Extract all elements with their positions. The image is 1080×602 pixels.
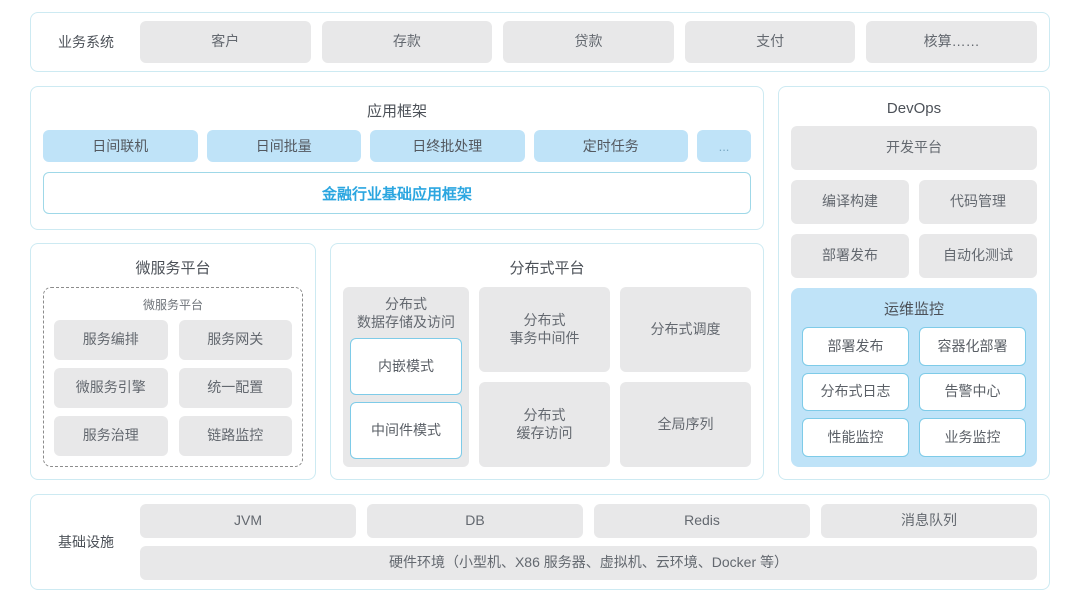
ops-monitor-item-5[interactable]: 业务监控	[919, 418, 1026, 457]
business-system-item-4[interactable]: 核算……	[866, 21, 1037, 63]
distributed-card-1[interactable]: 分布式调度	[620, 287, 751, 372]
devops-title: DevOps	[886, 100, 942, 117]
platform-row: 微服务平台 微服务平台 服务编排 服务网关 微服务引擎 统一配置 服务治理 链路…	[30, 243, 764, 480]
distributed-storage-mode-1[interactable]: 中间件模式	[350, 402, 462, 459]
devops-pair-0[interactable]: 编译构建	[791, 180, 909, 224]
infrastructure-item-1[interactable]: DB	[367, 504, 583, 538]
microservice-item-4[interactable]: 服务治理	[54, 416, 168, 456]
distributed-card-2-text: 分布式 缓存访问	[516, 407, 573, 441]
financial-foundation-framework-bar[interactable]: 金融行业基础应用框架	[43, 172, 751, 214]
microservice-item-2[interactable]: 微服务引擎	[54, 368, 168, 408]
distributed-platform-title: 分布式平台	[509, 260, 585, 277]
ops-monitor-item-4[interactable]: 性能监控	[802, 418, 909, 457]
devops-panel: DevOps 开发平台 编译构建 代码管理 部署发布 自动化测试 运维监控 部署…	[778, 86, 1050, 480]
middle-left-column: 应用框架 日间联机 日间批量 日终批处理 定时任务 ... 金融行业基础应用框架…	[30, 86, 764, 480]
distributed-storage-card[interactable]: 分布式 数据存储及访问 内嵌模式 中间件模式	[343, 287, 469, 467]
infrastructure-item-row: JVM DB Redis 消息队列	[140, 504, 1037, 538]
middle-region: 应用框架 日间联机 日间批量 日终批处理 定时任务 ... 金融行业基础应用框架…	[30, 86, 1050, 480]
ops-monitor-item-3[interactable]: 告警中心	[919, 372, 1026, 412]
distributed-storage-title-line1: 分布式	[385, 296, 427, 312]
distributed-card-3[interactable]: 全局序列	[620, 382, 751, 467]
ops-monitor-item-1[interactable]: 容器化部署	[919, 327, 1026, 366]
devops-pair-grid: 编译构建 代码管理 部署发布 自动化测试	[791, 180, 1037, 278]
microservice-platform-dashed-box: 微服务平台 服务编排 服务网关 微服务引擎 统一配置 服务治理 链路监控	[43, 287, 303, 467]
app-framework-chip-2[interactable]: 日终批处理	[370, 130, 525, 162]
application-framework-panel: 应用框架 日间联机 日间批量 日终批处理 定时任务 ... 金融行业基础应用框架	[30, 86, 764, 230]
application-framework-title: 应用框架	[366, 103, 427, 120]
distributed-storage-title-line2: 数据存储及访问	[357, 314, 455, 331]
business-system-item-3[interactable]: 支付	[684, 21, 856, 63]
app-framework-chip-more[interactable]: ...	[697, 130, 751, 162]
ops-monitoring-grid: 部署发布 容器化部署 分布式日志 告警中心 性能监控 业务监控	[802, 327, 1026, 457]
microservice-platform-inner-title: 微服务平台	[142, 298, 203, 312]
app-framework-chip-1[interactable]: 日间批量	[206, 130, 361, 162]
app-framework-chip-3[interactable]: 定时任务	[533, 130, 688, 162]
distributed-card-0-text: 分布式 事务中间件	[509, 312, 580, 346]
infrastructure-panel: 基础设施 JVM DB Redis 消息队列 硬件环境（小型机、X86 服务器、…	[30, 494, 1050, 590]
infrastructure-label: 基础设施	[58, 534, 114, 550]
distributed-card-grid: 分布式 事务中间件 分布式调度 分布式 缓存访问	[479, 287, 751, 467]
hardware-environment-bar[interactable]: 硬件环境（小型机、X86 服务器、虚拟机、云环境、Docker 等）	[140, 546, 1037, 580]
business-system-item-0[interactable]: 客户	[140, 21, 311, 63]
app-framework-chip-0[interactable]: 日间联机	[43, 130, 198, 162]
devops-pair-1[interactable]: 代码管理	[919, 180, 1037, 224]
business-systems-label: 业务系统	[58, 34, 114, 50]
microservice-item-1[interactable]: 服务网关	[178, 320, 292, 360]
infrastructure-body: JVM DB Redis 消息队列 硬件环境（小型机、X86 服务器、虚拟机、云…	[140, 504, 1037, 580]
microservice-item-3[interactable]: 统一配置	[178, 368, 292, 408]
distributed-storage-card-title: 分布式 数据存储及访问	[350, 295, 462, 338]
distributed-card-0[interactable]: 分布式 事务中间件	[479, 287, 610, 372]
distributed-platform-panel: 分布式平台 分布式 数据存储及访问 内嵌模式 中间件模式	[330, 243, 764, 480]
devops-pair-2[interactable]: 部署发布	[791, 234, 909, 278]
infrastructure-item-2[interactable]: Redis	[594, 504, 810, 538]
ops-monitoring-box: 运维监控 部署发布 容器化部署 分布式日志 告警中心 性能监控 业务监控	[791, 288, 1037, 467]
business-system-item-1[interactable]: 存款	[321, 21, 493, 63]
devops-pair-3[interactable]: 自动化测试	[919, 234, 1037, 278]
microservice-platform-panel: 微服务平台 微服务平台 服务编排 服务网关 微服务引擎 统一配置 服务治理 链路…	[30, 243, 316, 480]
microservice-item-grid: 服务编排 服务网关 微服务引擎 统一配置 服务治理 链路监控	[54, 320, 292, 456]
business-system-item-2[interactable]: 贷款	[503, 21, 674, 63]
application-framework-chip-row: 日间联机 日间批量 日终批处理 定时任务 ...	[43, 130, 751, 162]
ops-monitor-item-2[interactable]: 分布式日志	[802, 372, 909, 412]
devops-column: DevOps 开发平台 编译构建 代码管理 部署发布 自动化测试 运维监控 部署…	[778, 86, 1050, 480]
microservice-item-5[interactable]: 链路监控	[178, 416, 292, 456]
distributed-storage-mode-0[interactable]: 内嵌模式	[350, 338, 462, 396]
microservice-platform-title: 微服务平台	[135, 260, 211, 277]
microservice-item-0[interactable]: 服务编排	[54, 320, 168, 360]
distributed-card-2[interactable]: 分布式 缓存访问	[479, 382, 610, 467]
devops-dev-platform[interactable]: 开发平台	[791, 126, 1037, 170]
ops-monitoring-title: 运维监控	[883, 301, 944, 318]
distributed-platform-body: 分布式 数据存储及访问 内嵌模式 中间件模式 分布式 事务中间件	[343, 287, 751, 467]
business-systems-panel: 业务系统 客户 存款 贷款 支付 核算……	[30, 12, 1050, 72]
ops-monitor-item-0[interactable]: 部署发布	[802, 327, 909, 366]
infrastructure-item-3[interactable]: 消息队列	[821, 504, 1037, 538]
infrastructure-item-0[interactable]: JVM	[140, 504, 356, 538]
